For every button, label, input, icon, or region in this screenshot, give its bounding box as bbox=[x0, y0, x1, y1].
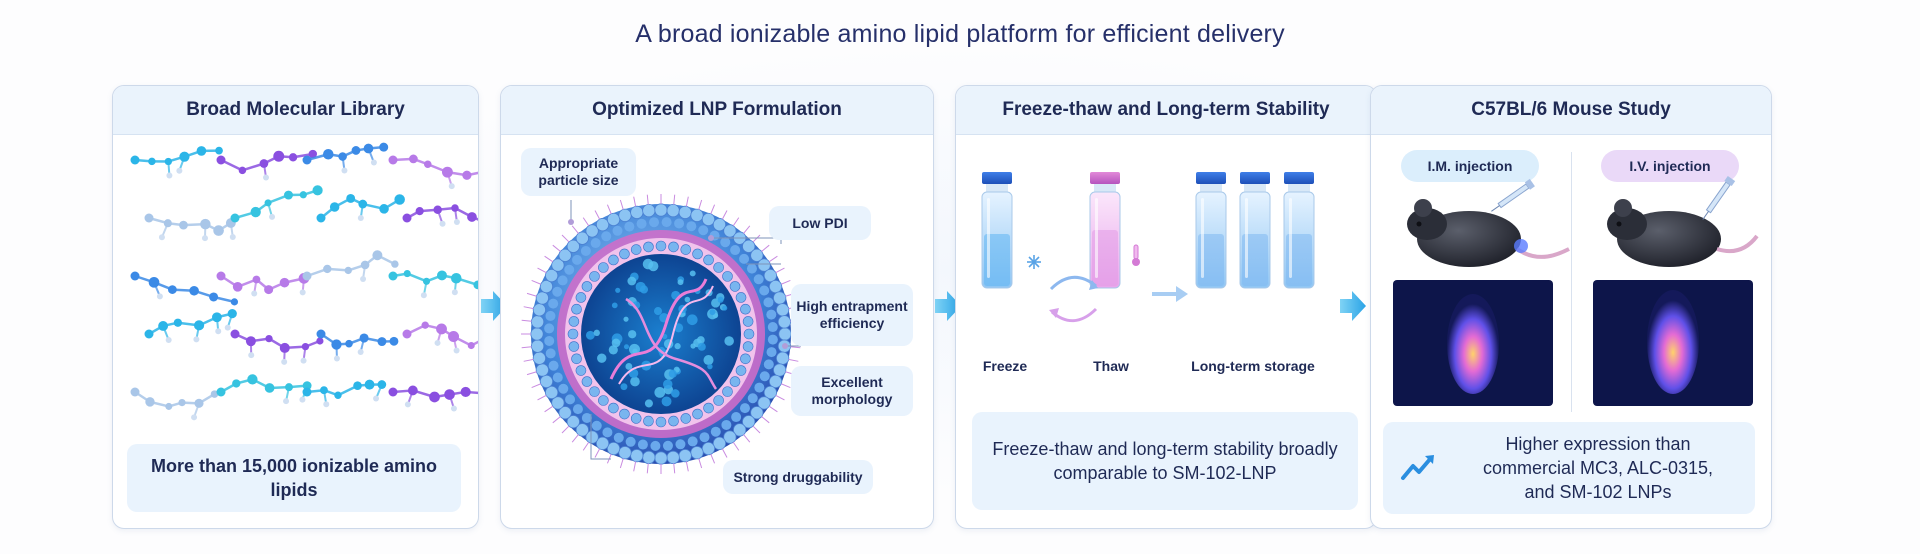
panel-heading: Optimized LNP Formulation bbox=[501, 86, 933, 135]
mouse-note: Higher expression than commercial MC3, A… bbox=[1383, 422, 1755, 514]
syringe-icon bbox=[1491, 178, 1535, 212]
callout-low-pdi: Low PDI bbox=[769, 206, 871, 240]
pill-iv-injection: I.V. injection bbox=[1601, 150, 1739, 182]
panel-heading: C57BL/6 Mouse Study bbox=[1371, 86, 1771, 135]
callout-particle-size: Appropriate particle size bbox=[521, 148, 636, 196]
syringe-icon bbox=[1702, 175, 1736, 220]
divider bbox=[1571, 152, 1572, 412]
trend-up-icon bbox=[1401, 455, 1434, 480]
panel-heading: Freeze-thaw and Long-term Stability bbox=[956, 86, 1376, 135]
callout-entrapment: High entrapment efficiency bbox=[791, 284, 913, 346]
page-title: A broad ionizable amino lipid platform f… bbox=[635, 20, 1285, 48]
callout-morphology: Excellent morphology bbox=[791, 366, 913, 416]
flow-arrow-icon bbox=[1340, 291, 1366, 321]
callout-druggability: Strong druggability bbox=[723, 460, 873, 494]
panel-mouse-study: C57BL/6 Mouse Study I.M. injection I.V. … bbox=[1370, 85, 1772, 529]
molecule-icon bbox=[130, 142, 478, 421]
flow-arrow-icon bbox=[935, 291, 961, 321]
panel-heading: Broad Molecular Library bbox=[113, 86, 478, 135]
pill-im-injection: I.M. injection bbox=[1401, 150, 1539, 182]
panel-stability: Freeze-thaw and Long-term Stability bbox=[955, 85, 1377, 529]
flow-arrow-icon bbox=[481, 291, 507, 321]
mouse-note-text: Higher expression than commercial MC3, A… bbox=[1482, 434, 1714, 502]
panel-lnp-formulation: Optimized LNP Formulation bbox=[500, 85, 934, 529]
vial-icon bbox=[981, 172, 1315, 323]
panel-molecular-library: Broad Molecular Library More than 15,000… bbox=[112, 85, 479, 529]
library-note: More than 15,000 ionizable amino lipids bbox=[127, 444, 461, 512]
label-freeze: Freeze bbox=[982, 358, 1028, 374]
mouse-icon bbox=[1393, 175, 1759, 406]
label-storage: Long-term storage bbox=[1191, 358, 1315, 374]
thermometer-icon bbox=[1132, 244, 1140, 266]
snowflake-icon bbox=[1027, 255, 1041, 269]
stability-note: Freeze-thaw and long-term stability broa… bbox=[972, 412, 1358, 510]
label-thaw: Thaw bbox=[1093, 358, 1129, 374]
lnp-sphere-icon bbox=[521, 194, 801, 474]
